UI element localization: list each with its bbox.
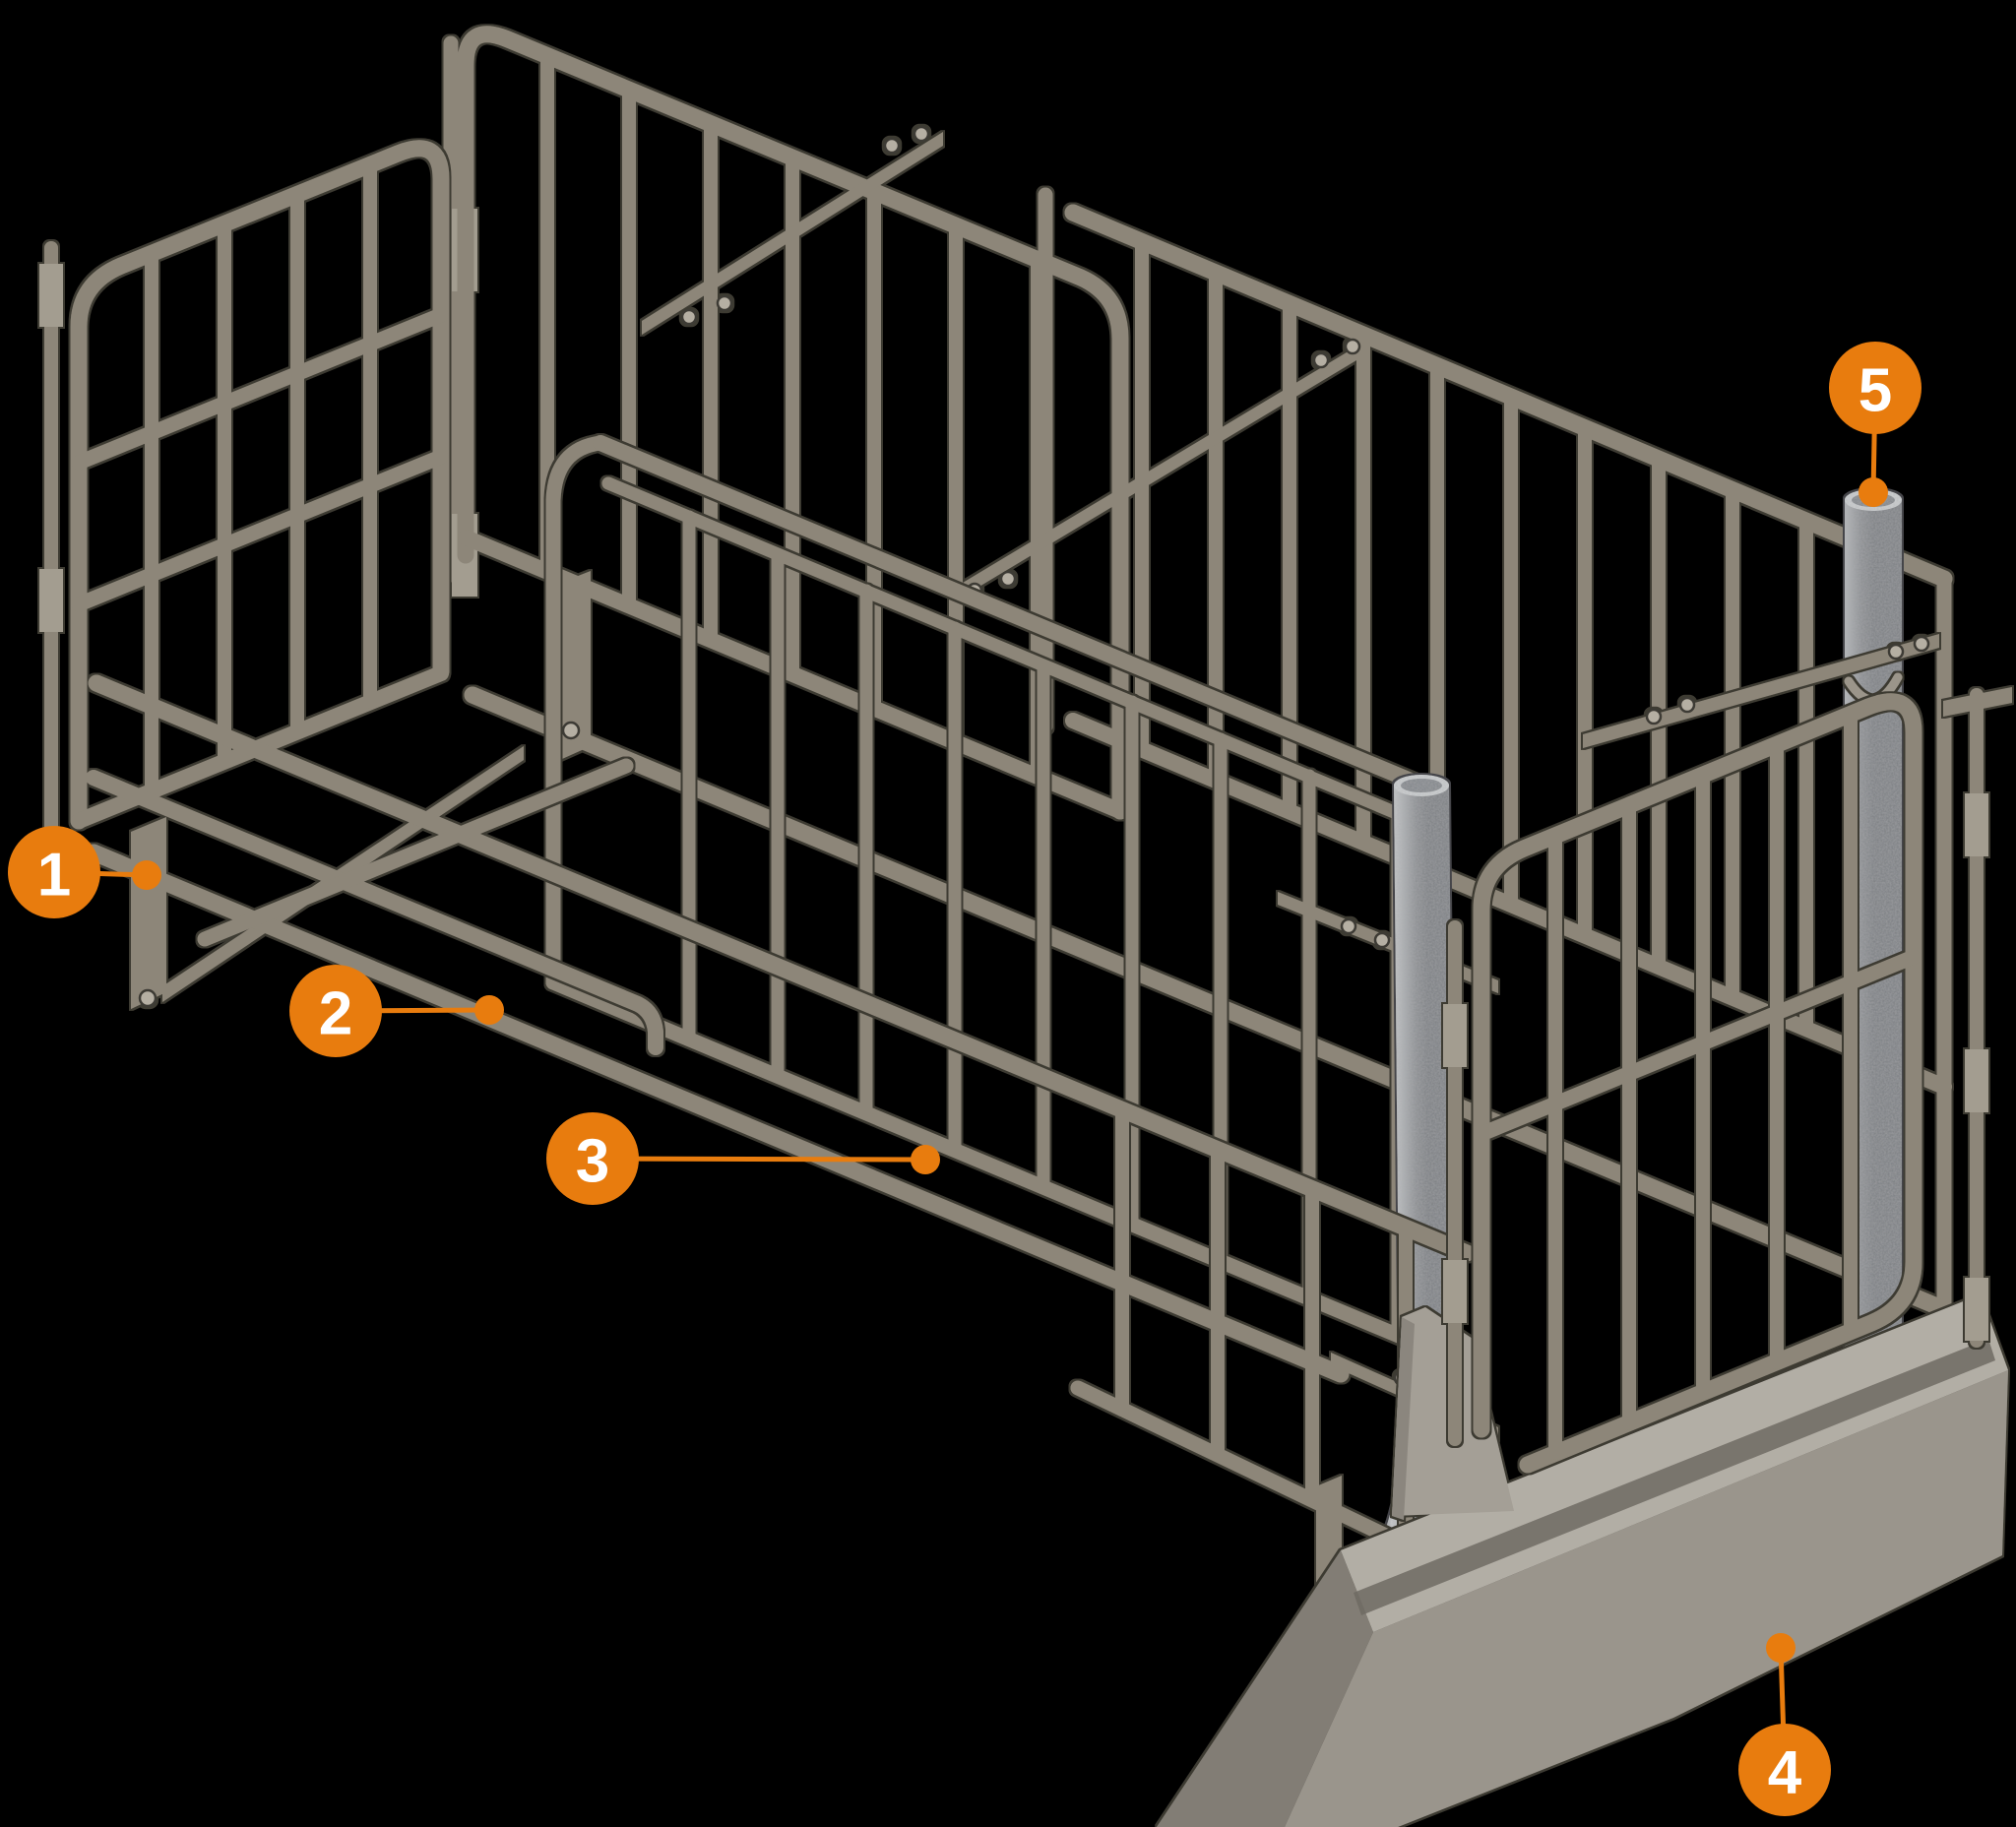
far-bottom-rail — [464, 686, 1948, 1316]
trough-front-face — [1285, 1370, 2008, 1827]
callout-2[interactable]: 2 — [289, 965, 504, 1057]
bolt — [1913, 635, 1930, 653]
callout-number: 1 — [37, 842, 71, 910]
anchor-bolt — [138, 988, 158, 1008]
callout-number: 4 — [1768, 1739, 1802, 1807]
callout-4[interactable]: 4 — [1738, 1633, 1831, 1816]
near-mid-rail — [86, 770, 663, 1055]
left-gate-frame — [70, 140, 450, 830]
leader-dot — [474, 995, 504, 1025]
callouts: 1 2 3 4 5 — [8, 342, 1922, 1816]
bolt — [1312, 351, 1330, 369]
bolt — [1344, 338, 1361, 355]
callout-1[interactable]: 1 — [8, 826, 161, 918]
trough-end-cap — [1157, 1550, 1373, 1827]
trough-inner-edge — [1354, 1339, 1995, 1615]
leader-dot — [1766, 1633, 1796, 1663]
callout-bubble — [8, 826, 100, 918]
rear-gate-frame — [457, 26, 1129, 820]
bolt — [999, 570, 1017, 588]
bolt — [561, 721, 581, 740]
left-gate-vertical-bars — [145, 158, 377, 798]
leader-dot — [911, 1145, 940, 1174]
divider-bottom-rail — [545, 975, 1437, 1356]
callout-5[interactable]: 5 — [1829, 342, 1922, 507]
top-tie-strap — [953, 341, 1366, 602]
callout-bubble — [1829, 342, 1922, 434]
near-top-rail — [88, 674, 1476, 1262]
rear-gate-vertical-bars — [540, 49, 1044, 784]
callout-bubble — [1738, 1724, 1831, 1816]
bolt — [680, 308, 698, 326]
floor-cross-bar — [197, 758, 634, 947]
divider-bottom-plate-edge — [1392, 1317, 1415, 1520]
callout-3[interactable]: 3 — [546, 1112, 940, 1205]
near-bottom-rail — [85, 844, 1350, 1383]
feed-trough — [1157, 1294, 2008, 1827]
callout-bubble — [546, 1112, 639, 1205]
back-structure — [443, 26, 1953, 1319]
top-tie-strap — [642, 132, 943, 335]
bolt — [1340, 917, 1357, 935]
leader-line — [592, 1156, 926, 1163]
left-gate-lower-rail — [71, 449, 449, 612]
bolt — [1645, 708, 1663, 725]
bolt — [1678, 696, 1696, 714]
front-gate-frame — [1473, 693, 1922, 1474]
left-gate-mid-rail — [71, 307, 449, 471]
tube-clamp-strap — [1583, 634, 1939, 748]
support-plate — [553, 571, 591, 763]
floor-mount-bracket — [131, 817, 166, 1009]
callout-number: 2 — [319, 980, 352, 1048]
callout-bubble — [289, 965, 382, 1057]
front-gate — [1443, 687, 2012, 1474]
back-panel-vertical-bars — [1135, 234, 1813, 1036]
callout-number: 3 — [576, 1128, 609, 1196]
front-panel-bottom-rail — [1070, 1380, 1443, 1567]
bolt — [1887, 643, 1905, 661]
divider-second-rail — [601, 476, 1436, 834]
leader-dot — [132, 860, 161, 890]
front-gate-vertical-bars — [1548, 708, 1858, 1460]
divider-top-rail — [593, 435, 1435, 795]
divider-left-stile — [545, 435, 608, 990]
leader-dot — [1858, 477, 1888, 507]
bolt — [716, 294, 733, 312]
feed-tube-left-bore — [1401, 779, 1442, 792]
bolt — [913, 125, 930, 143]
bolt — [1373, 931, 1391, 949]
latch-plate — [1943, 687, 2012, 717]
callout-number: 5 — [1858, 357, 1892, 425]
bolt — [883, 137, 901, 155]
